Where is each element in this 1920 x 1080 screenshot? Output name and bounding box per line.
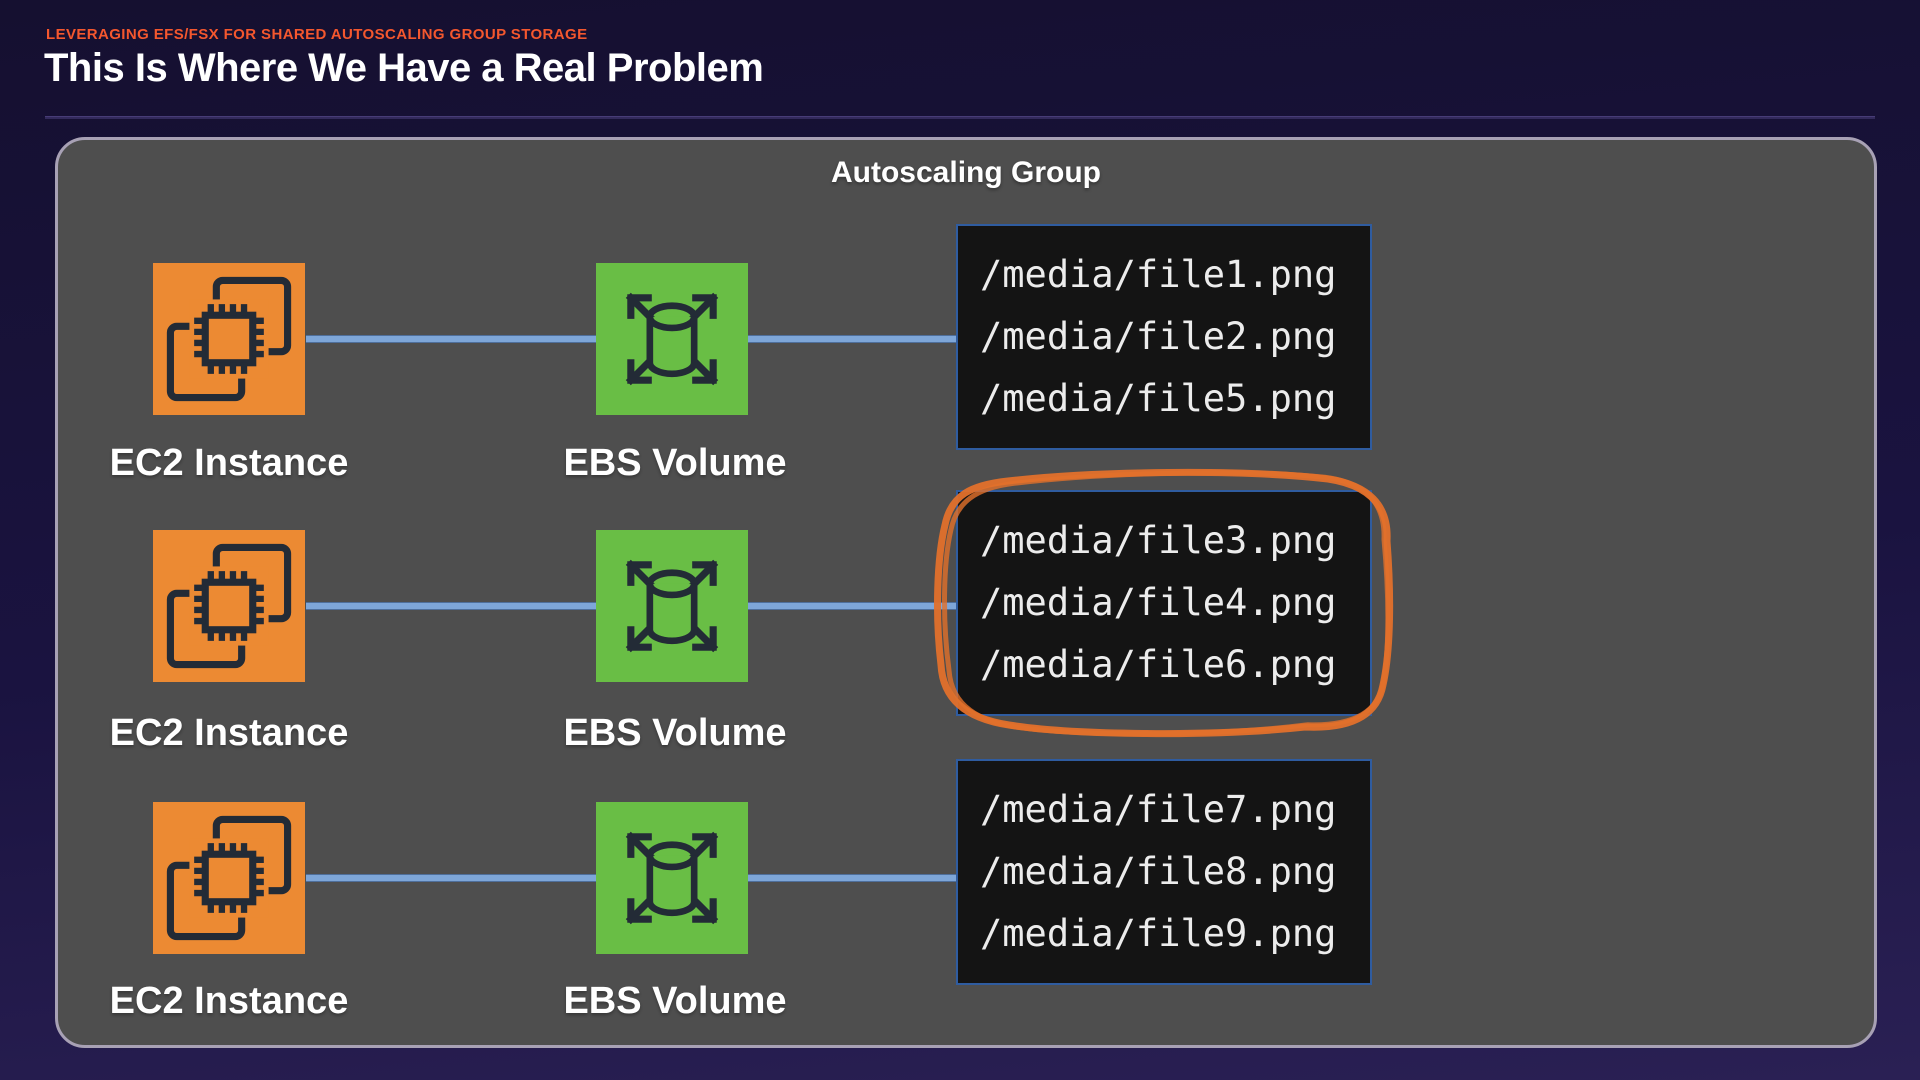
connector-ec2-to-ebs (306, 874, 598, 882)
connector-ebs-to-files (748, 335, 960, 343)
file-path: /media/file2.png (980, 315, 1337, 358)
file-list-box: /media/file7.png /media/file8.png /media… (956, 759, 1372, 985)
file-path: /media/file3.png (980, 519, 1337, 562)
ec2-instance-icon (153, 802, 305, 954)
file-list-box: /media/file3.png /media/file4.png /media… (956, 490, 1372, 716)
file-path: /media/file7.png (980, 788, 1337, 831)
ec2-instance-label: EC2 Instance (109, 980, 349, 1022)
ebs-volume-label: EBS Volume (563, 442, 787, 484)
connector-ec2-to-ebs (306, 602, 598, 610)
title-divider (45, 116, 1875, 119)
slide-eyebrow: LEVERAGING EFS/FSX FOR SHARED AUTOSCALIN… (46, 26, 588, 43)
autoscaling-group-title: Autoscaling Group (831, 156, 1101, 189)
ebs-volume-icon (596, 263, 748, 415)
file-path: /media/file4.png (980, 581, 1337, 624)
ebs-volume-label: EBS Volume (563, 712, 787, 754)
file-path: /media/file6.png (980, 643, 1337, 686)
slide-title: This Is Where We Have a Real Problem (44, 46, 764, 90)
ebs-volume-label: EBS Volume (563, 980, 787, 1022)
connector-ec2-to-ebs (306, 335, 598, 343)
ec2-instance-icon (153, 263, 305, 415)
ec2-instance-icon (153, 530, 305, 682)
ec2-instance-label: EC2 Instance (109, 712, 349, 754)
file-path: /media/file9.png (980, 912, 1337, 955)
file-path: /media/file1.png (980, 253, 1337, 296)
file-path: /media/file8.png (980, 850, 1337, 893)
ebs-volume-icon (596, 530, 748, 682)
connector-ebs-to-files (748, 874, 960, 882)
connector-ebs-to-files (748, 602, 960, 610)
autoscaling-group-container: Autoscaling Group /media/file1.png /medi… (55, 137, 1877, 1048)
ebs-volume-icon (596, 802, 748, 954)
file-list-box: /media/file1.png /media/file2.png /media… (956, 224, 1372, 450)
ec2-instance-label: EC2 Instance (109, 442, 349, 484)
file-path: /media/file5.png (980, 377, 1337, 420)
